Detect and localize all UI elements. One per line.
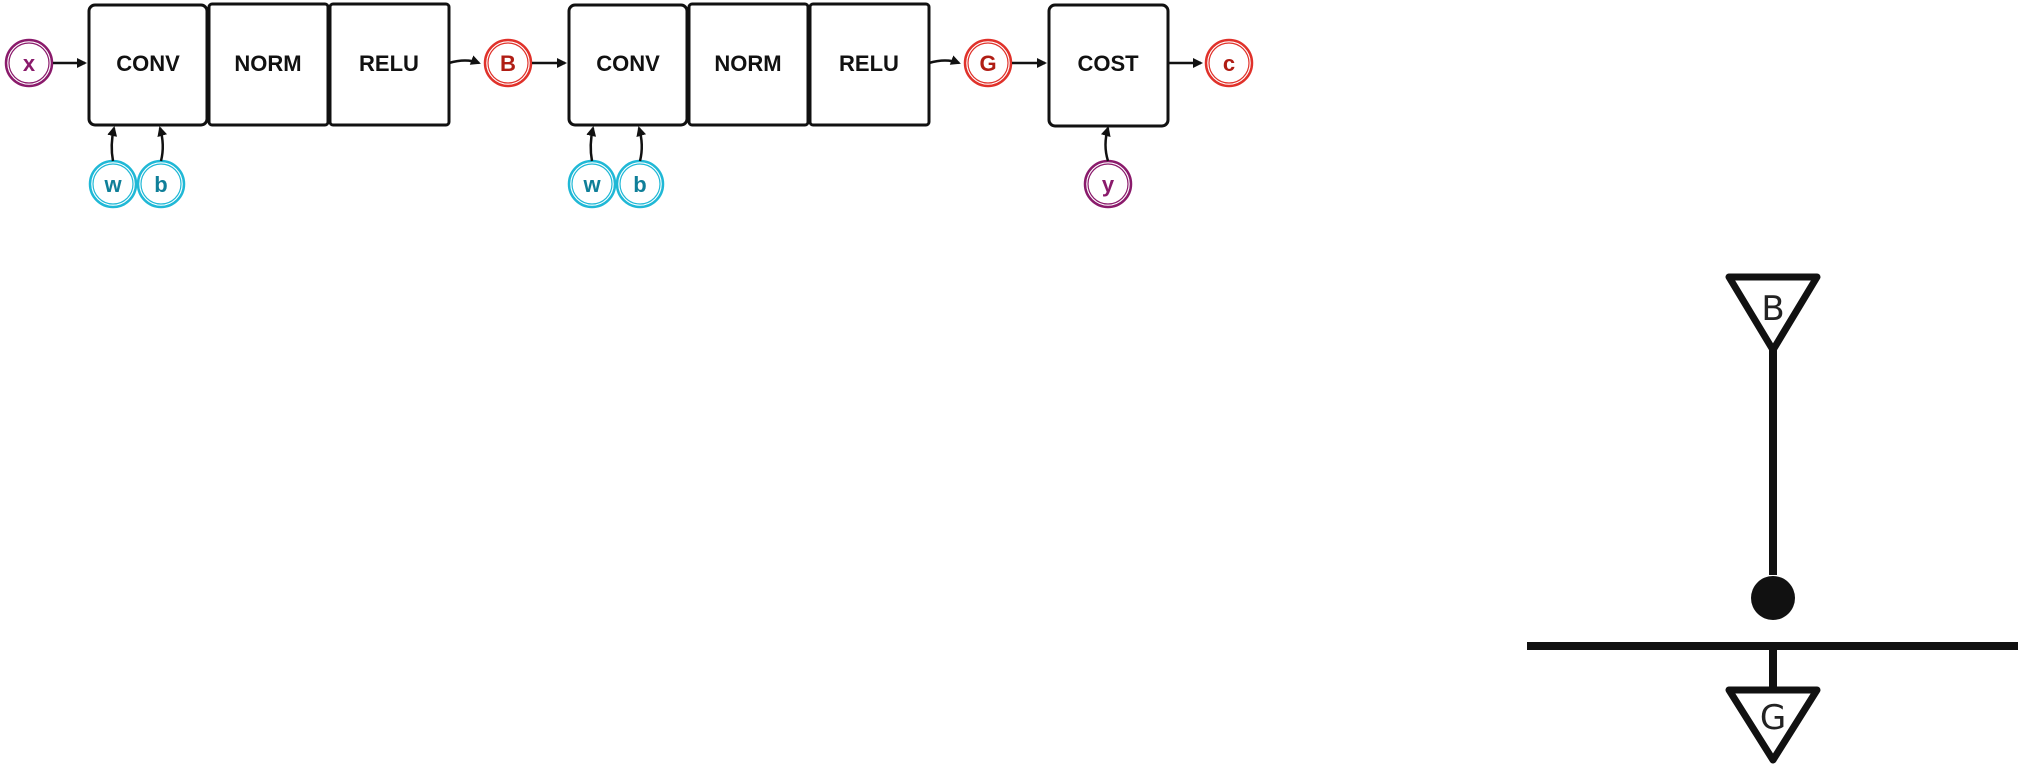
- top-triangle-label: B: [1761, 289, 1784, 329]
- edge-relu1-to-B: [448, 55, 481, 65]
- edge-y-to-cost: [1100, 126, 1111, 162]
- bias-node-1: b: [136, 159, 186, 209]
- edge-b1-to-conv1: [157, 126, 168, 162]
- conv-block-2-label: CONV: [596, 51, 660, 76]
- intermediate-node-B: B: [483, 38, 533, 88]
- conv-block-2: [567, 3, 689, 127]
- input-node-x-label: x: [23, 51, 36, 76]
- conv-block-1-label: CONV: [116, 51, 180, 76]
- relu-block-1: [328, 2, 451, 127]
- cost-block-label: COST: [1077, 51, 1139, 76]
- norm-block-2-label: NORM: [714, 51, 781, 76]
- edge-w1-to-conv1: [107, 126, 118, 162]
- weight-node-2-label: w: [582, 172, 601, 197]
- target-node-y-label: y: [1102, 172, 1115, 197]
- weight-node-1: w: [88, 159, 138, 209]
- pipeline: x CONV NORM RELU w b B: [4, 2, 1254, 209]
- edge-b2-to-conv2: [636, 126, 647, 162]
- bias-node-2: b: [615, 159, 665, 209]
- edge-w2-to-conv2: [586, 126, 597, 162]
- target-node-y: y: [1083, 159, 1133, 209]
- conv-block-1: [87, 3, 209, 127]
- relu-block-2: [808, 2, 931, 127]
- bias-node-2-label: b: [633, 172, 646, 197]
- intermediate-node-B-label: B: [500, 51, 516, 76]
- norm-block-1-label: NORM: [234, 51, 301, 76]
- relu-block-2-label: RELU: [839, 51, 899, 76]
- block-group-1: CONV NORM RELU: [87, 2, 451, 127]
- block-group-2: CONV NORM RELU: [567, 2, 931, 127]
- intermediate-node-G: G: [963, 38, 1013, 88]
- norm-block-2: [687, 2, 810, 127]
- junction-dot: [1751, 576, 1795, 620]
- output-node-c-label: c: [1223, 51, 1235, 76]
- relu-block-1-label: RELU: [359, 51, 419, 76]
- bottom-triangle: [1725, 686, 1821, 764]
- intermediate-node-G-label: G: [979, 51, 996, 76]
- weight-node-1-label: w: [103, 172, 122, 197]
- bottom-triangle-label: G: [1760, 698, 1786, 738]
- weight-node-2: w: [567, 159, 617, 209]
- output-node-c: c: [1204, 38, 1254, 88]
- bias-node-1-label: b: [154, 172, 167, 197]
- input-node-x: x: [4, 38, 54, 88]
- cost-block: [1047, 3, 1170, 128]
- norm-block-1: [207, 2, 330, 127]
- bg-symbol: B G: [1527, 273, 2018, 764]
- top-triangle: [1725, 273, 1821, 354]
- edge-relu2-to-G: [928, 55, 961, 65]
